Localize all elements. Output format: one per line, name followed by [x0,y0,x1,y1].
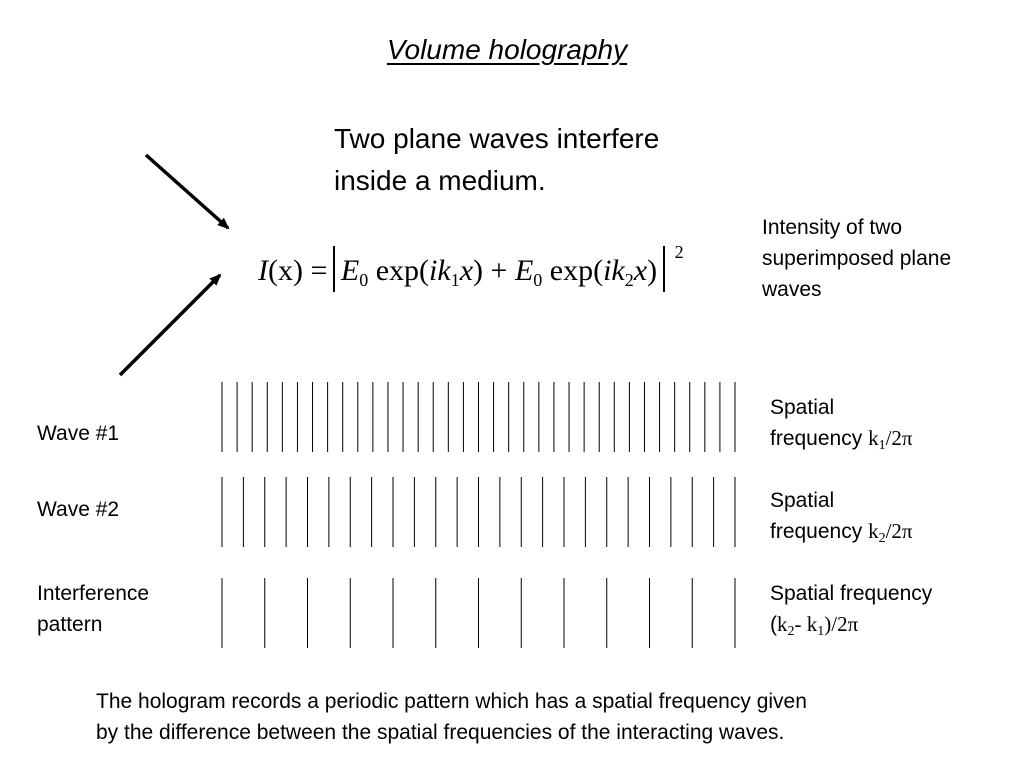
eq-exp1-open: exp( [375,254,430,287]
wave-1-fringes [221,382,736,452]
eq-plus: + [490,254,508,287]
eq-power: 2 [674,242,684,262]
arrow-wave-2 [118,273,222,377]
wave-2-label-line: Wave #2 [37,498,120,521]
wave-2-suffix: /2π [885,519,913,543]
wave-2-k-sub: 2 [878,531,886,546]
wave-1-label: Wave #1 [37,418,119,449]
wave-1-suffix: /2π [885,426,913,450]
wave-1-label-line: Wave #1 [37,422,120,445]
interference-fringes [221,578,736,648]
eq-exp1-sub: 1 [450,270,460,290]
wave-1-frequency: Spatial frequency k1/2π [770,392,913,461]
wave-1-k-sub: 1 [878,438,886,453]
subtitle: Two plane waves interfere inside a mediu… [334,118,659,202]
arrow-wave-1 [144,153,230,230]
interference-label-line-2: pattern [37,613,103,636]
eq-amp2-sub: 0 [533,270,543,290]
wave-2-frequency: Spatial frequency k2/2π [770,485,913,554]
eq-exp2-close: ) [647,254,658,287]
equation-note-line-3: waves [762,278,822,301]
interference-frequency-math: k2- k1)/2π [777,612,859,639]
footer-text: The hologram records a periodic pattern … [96,686,807,748]
wave-2-frequency-math: k2/2π [868,519,913,546]
wave-1-frequency-line-2: frequency k1/2π [770,423,913,461]
page-title: Volume holography [386,34,628,65]
subtitle-line-2: inside a medium. [334,165,546,196]
interference-k1: - k [794,612,818,636]
eq-exp2-sub: 2 [624,270,634,290]
wave-2-k: k [868,519,879,543]
intensity-equation: I(x) =E0 exp(ik1x) + E0 exp(ik2x)2 [258,222,684,292]
eq-equals: = [310,254,328,287]
interference-frequency-prefix: ( [770,613,777,636]
wave-2-label: Wave #2 [37,494,119,525]
eq-lhs-arg: (x) [268,254,303,287]
equation-note: Intensity of two superimposed plane wave… [762,212,951,305]
interference-k2: k [777,612,788,636]
eq-exp1-ik: ik [429,254,451,287]
abs-bar-left [333,246,335,292]
eq-exp2-open: exp( [549,254,604,287]
interference-frequency-line-2: (k2- k1)/2π [770,609,932,647]
wave-1-frequency-prefix: frequency [770,427,869,450]
eq-amp1: E [340,254,360,287]
equation-note-line-1: Intensity of two [762,216,903,239]
equation-note-line-2: superimposed plane [762,247,952,270]
eq-exp2-ik: ik [603,254,625,287]
wave-2-fringes [221,477,736,547]
interference-suffix: )/2π [824,612,859,636]
interference-label-line-1: Interference [37,582,150,605]
interference-frequency-line-1: Spatial frequency [770,582,933,605]
interference-frequency: Spatial frequency (k2- k1)/2π [770,578,932,647]
footer-line-1: The hologram records a periodic pattern … [96,690,807,713]
abs-bar-right [663,246,665,292]
eq-exp1-x: x [459,254,474,287]
interference-k2-sub: 2 [787,624,795,639]
eq-amp2: E [514,254,534,287]
wave-1-k: k [868,426,879,450]
interference-label: Interference pattern [37,578,149,640]
wave-1-frequency-math: k1/2π [868,426,913,453]
footer-line-2: by the difference between the spatial fr… [96,721,785,744]
subtitle-line-1: Two plane waves interfere [334,123,660,154]
eq-exp2-x: x [633,254,648,287]
wave-2-frequency-line-2: frequency k2/2π [770,516,913,554]
eq-amp1-sub: 0 [359,270,369,290]
wave-2-frequency-line-1: Spatial [770,489,835,512]
eq-lhs-fn: I [258,254,268,287]
wave-1-frequency-line-1: Spatial [770,396,835,419]
eq-exp1-close: ) [473,254,484,287]
wave-2-frequency-prefix: frequency [770,520,869,543]
interference-k1-sub: 1 [817,624,825,639]
